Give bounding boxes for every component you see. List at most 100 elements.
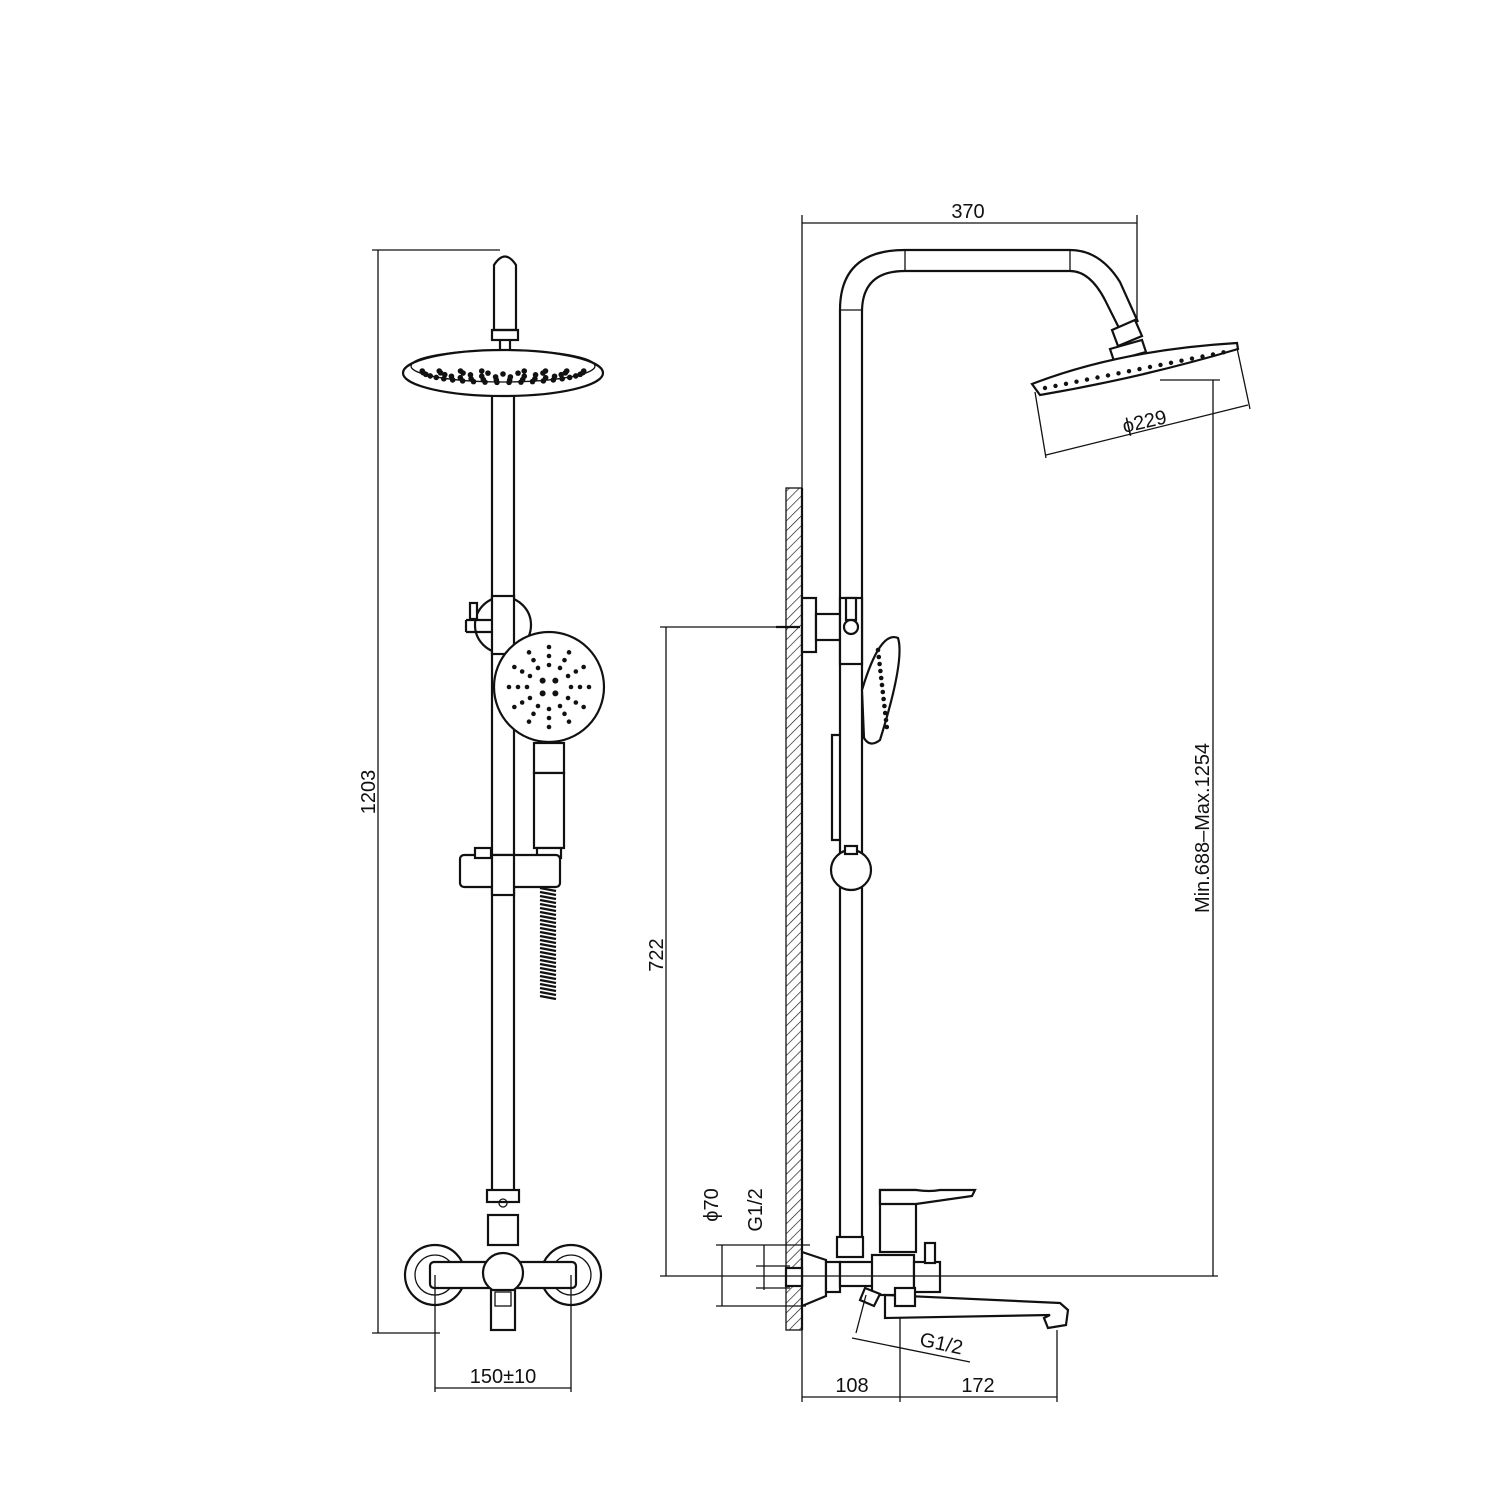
rain-head-nozzle	[572, 373, 579, 379]
rain-head-nozzle	[540, 378, 547, 384]
hose-coil	[539, 974, 557, 981]
hand-shower-nozzle	[539, 690, 546, 697]
hand-shower-nozzle	[573, 700, 579, 705]
rain-shower-head-side	[1030, 341, 1240, 397]
hose-coil	[539, 902, 557, 909]
rain-head-nozzle	[433, 374, 440, 381]
hose-coil	[539, 890, 557, 897]
hose-coil	[539, 886, 557, 893]
hand-shower-nozzle	[506, 684, 512, 690]
rain-head-nozzle	[482, 379, 488, 385]
hose-coil	[539, 994, 557, 1001]
hand-shower-nozzle	[552, 677, 559, 684]
bottom-dimensions: 108 172	[801, 1318, 1058, 1402]
rain-head-nozzle	[423, 371, 429, 378]
hand-shower-nozzle	[577, 684, 583, 690]
rain-head-nozzle	[460, 370, 466, 376]
rain-head-nozzle	[566, 374, 573, 381]
side-hand-nozzle	[877, 661, 882, 667]
wall-bracket-side	[776, 596, 864, 666]
rain-head-nozzle	[506, 379, 512, 386]
height-range-dimension: Min.688–Max.1254	[1160, 379, 1220, 1276]
hand-shower-nozzle	[546, 715, 552, 721]
hose-coil	[539, 978, 557, 985]
rain-head-nozzle	[449, 377, 456, 383]
riser-and-arm	[838, 248, 1148, 1242]
side-head-nozzle	[1158, 362, 1163, 368]
side-head-nozzle	[1053, 383, 1058, 389]
hand-shower-nozzle	[526, 650, 532, 655]
hose-coil	[539, 958, 557, 965]
side-head-nozzle	[1126, 369, 1132, 374]
rain-head-nozzle	[529, 378, 536, 385]
front-view: 1203 150±10	[358, 249, 606, 1392]
side-hand-nozzle	[880, 689, 886, 695]
bracket-height-label: 722	[646, 938, 668, 971]
hose-coil	[539, 918, 557, 925]
side-hand-nozzle	[882, 703, 887, 709]
hand-shower-nozzle	[566, 650, 572, 655]
side-hand-nozzle	[878, 668, 883, 674]
hand-shower-side	[829, 635, 901, 892]
hose-coil	[539, 954, 557, 961]
hose-coil	[539, 934, 557, 941]
side-head-nozzle	[1116, 371, 1121, 376]
inlet-spacing-label: 150±10	[470, 1366, 537, 1388]
side-hand-nozzle	[881, 696, 886, 702]
side-hand-nozzle	[878, 675, 884, 681]
side-head-nozzle	[1179, 358, 1184, 363]
hand-shower-nozzle	[562, 657, 567, 663]
rain-head-nozzle	[478, 368, 485, 374]
hand-shower-nozzle	[557, 665, 563, 671]
side-hand-nozzle	[884, 724, 890, 730]
side-hand-nozzle	[876, 654, 882, 660]
rain-head-nozzle	[485, 370, 491, 376]
hose-coil	[539, 946, 557, 953]
side-head-nozzle	[1168, 360, 1174, 365]
hand-shower-nozzle	[566, 719, 572, 724]
hose-coil	[539, 950, 557, 957]
hand-shower-nozzle	[515, 684, 521, 690]
total-height-dimension: 1203	[358, 249, 500, 1334]
rain-head-nozzle	[518, 379, 524, 385]
outlet-thread-label: G1/2	[918, 1329, 965, 1360]
hand-shower-nozzle	[546, 724, 552, 730]
riser-nut	[490, 328, 520, 342]
height-range-label: Min.688–Max.1254	[1192, 743, 1214, 913]
rain-head-nozzle	[521, 368, 528, 374]
hand-shower-nozzle	[557, 703, 563, 709]
hand-shower-nozzle	[524, 684, 530, 690]
wall-to-mixer-label: 108	[835, 1375, 868, 1397]
hose-coil	[539, 930, 557, 937]
rain-head-nozzle	[515, 370, 521, 376]
hand-shower-nozzle	[531, 711, 536, 717]
side-head-nozzle	[1074, 379, 1079, 384]
hand-shower-nozzle	[527, 673, 533, 679]
spout-length-label: 172	[961, 1375, 994, 1397]
hose-coil	[539, 966, 557, 973]
side-head-nozzle	[1084, 377, 1090, 382]
hose-coil	[539, 938, 557, 945]
hose-coil	[539, 990, 557, 997]
hand-shower-nozzle	[527, 695, 533, 701]
hand-shower-nozzle	[573, 669, 579, 674]
rain-head-nozzle	[470, 378, 477, 385]
side-head-nozzle	[1095, 375, 1100, 380]
hand-shower-nozzle	[519, 700, 525, 705]
hose-coil	[539, 906, 557, 913]
side-head-nozzle	[1200, 354, 1205, 359]
rain-head-nozzle	[427, 373, 434, 379]
side-head-nozzle	[1221, 350, 1226, 355]
total-height-label: 1203	[358, 770, 380, 815]
rain-head-nozzle	[459, 378, 466, 384]
hand-shower-nozzle	[562, 711, 567, 717]
rain-head-nozzle	[441, 375, 447, 382]
hose-coil	[539, 982, 557, 989]
rain-head-nozzle	[500, 371, 506, 377]
side-head-nozzle	[1210, 352, 1216, 357]
hand-shower-nozzle	[546, 653, 552, 659]
slide-holder	[458, 846, 562, 897]
flange-diameter-dimension: ϕ70	[701, 1188, 810, 1307]
side-hand-nozzle	[882, 710, 888, 716]
hand-shower-nozzle	[586, 684, 592, 690]
